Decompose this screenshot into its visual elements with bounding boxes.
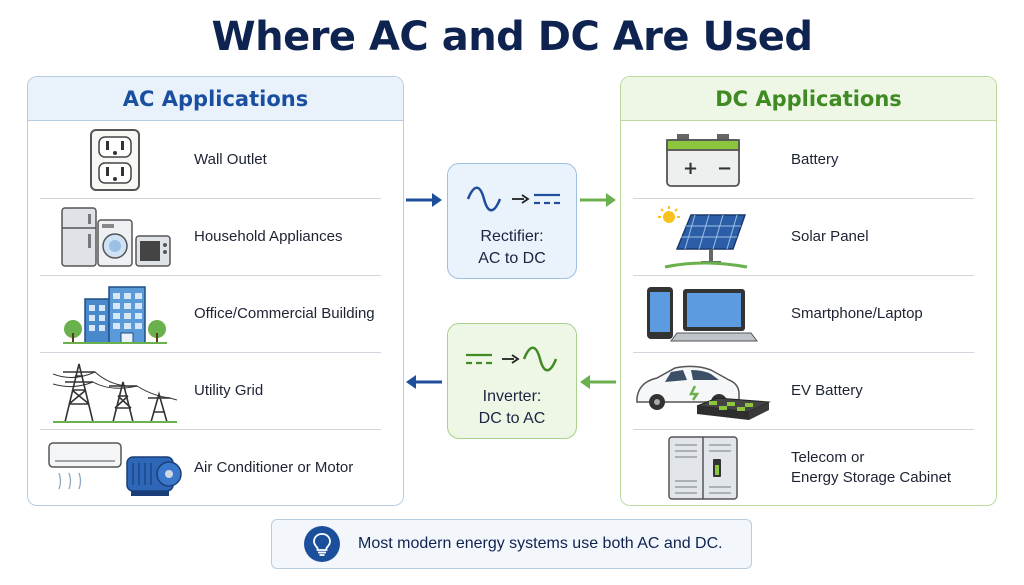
rectifier-box: Rectifier: AC to DC [447, 163, 577, 279]
arrow-left-icon [580, 375, 616, 389]
inverter-subtitle: DC to AC [478, 410, 546, 427]
dc-item-battery: + − Battery [633, 121, 974, 198]
arrow-right-icon [406, 193, 442, 207]
dc-item-label-text: Telecom or Energy Storage Cabinet [791, 449, 952, 486]
svg-text:−: − [717, 158, 732, 179]
ac-item-label: Air Conditioner or Motor [194, 459, 354, 476]
ac-item-office-building: Office/Commercial Building [40, 275, 381, 352]
ac-item-air-conditioner-motor: Air Conditioner or Motor [40, 429, 381, 505]
arrow-left-icon [406, 375, 442, 389]
dc-item-label: EV Battery [791, 382, 863, 399]
dc-item-smartphone-laptop: Smartphone/Laptop [633, 275, 974, 352]
dc-item-label: Smartphone/Laptop [791, 305, 923, 322]
ac-applications-panel: AC Applications Wall Outlet [27, 76, 404, 506]
rectifier-title: Rectifier: [480, 228, 544, 245]
air-conditioner-motor-icon [40, 433, 190, 503]
ev-battery-icon [633, 356, 773, 426]
battery-icon: + − [633, 125, 773, 195]
page-title: Where AC and DC Are Used [211, 14, 813, 60]
ac-item-label: Office/Commercial Building [194, 305, 375, 322]
household-appliances-icon [40, 202, 190, 272]
dc-applications-panel: DC Applications + − Battery [620, 76, 997, 506]
ac-item-utility-grid: Utility Grid [40, 352, 381, 429]
rectifier-label: Rectifier: AC to DC [478, 226, 546, 270]
dc-item-label: Solar Panel [791, 228, 869, 245]
office-building-icon [40, 279, 190, 349]
rectifier-subtitle: AC to DC [478, 250, 546, 267]
inverter-box: Inverter: DC to AC [447, 323, 577, 439]
ac-item-label: Wall Outlet [194, 150, 267, 168]
ac-item-household-appliances: Household Appliances [40, 198, 381, 275]
dc-item-storage-cabinet: Telecom or Energy Storage Cabinet [633, 429, 974, 505]
ac-item-label: Household Appliances [194, 228, 343, 245]
wall-outlet-icon [40, 125, 190, 195]
footer-note-text: Most modern energy systems use both AC a… [358, 535, 723, 552]
arrow-right-icon [580, 193, 616, 207]
ac-panel-header: AC Applications [28, 77, 403, 121]
smartphone-laptop-icon [633, 279, 773, 349]
svg-text:+: + [683, 158, 698, 179]
dc-item-solar-panel: Solar Panel [633, 198, 974, 275]
footer-note: Most modern energy systems use both AC a… [271, 519, 752, 569]
inverter-title: Inverter: [482, 388, 542, 405]
dc-panel-header: DC Applications [621, 77, 996, 121]
dc-to-ac-symbol-icon [466, 346, 558, 372]
lightbulb-icon [304, 526, 340, 562]
dc-item-label: Battery [791, 150, 839, 168]
ac-to-dc-symbol-icon [466, 186, 560, 212]
solar-panel-icon [633, 202, 773, 272]
storage-cabinet-icon [633, 433, 773, 503]
ac-item-label: Utility Grid [194, 382, 264, 399]
inverter-label: Inverter: DC to AC [479, 386, 546, 430]
ac-item-wall-outlet: Wall Outlet [40, 121, 381, 198]
dc-item-ev-battery: EV Battery [633, 352, 974, 429]
dc-item-label: Telecom or Energy Storage Cabinet [773, 448, 951, 488]
transmission-tower-icon [40, 356, 190, 426]
